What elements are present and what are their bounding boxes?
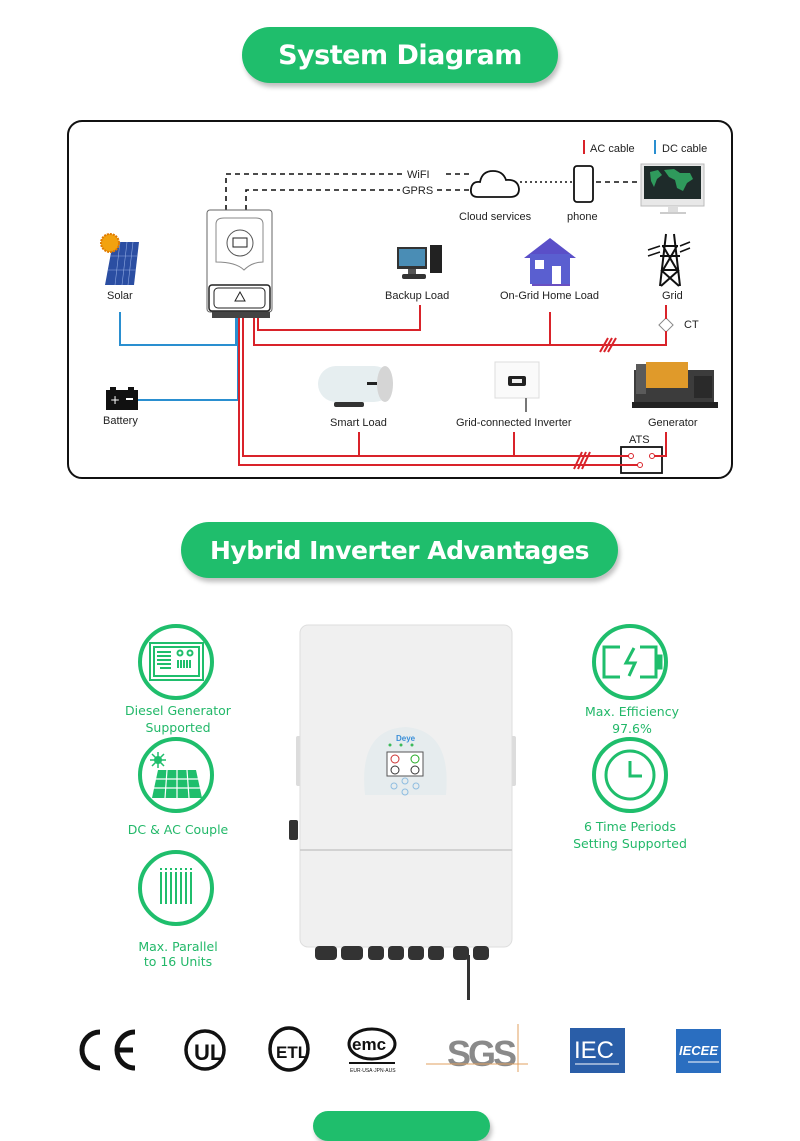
advantages-title: Hybrid Inverter Advantages xyxy=(181,522,618,578)
water-heater-icon xyxy=(318,366,393,407)
advantage-line: Supported xyxy=(145,720,211,735)
sgs-mark-icon: SGS xyxy=(426,1024,528,1074)
ct-sensor-icon xyxy=(658,317,674,333)
advantage-line: Max. Efficiency xyxy=(584,704,679,719)
parallel-units-icon xyxy=(160,868,192,908)
hybrid-inverter-icon xyxy=(206,209,273,318)
iec-mark-icon: IEC xyxy=(570,1028,625,1073)
iecee-mark-icon: IECEE xyxy=(676,1029,721,1073)
clock-icon xyxy=(604,749,656,801)
phone-label: phone xyxy=(567,211,598,223)
ct-label: CT xyxy=(684,319,699,331)
advantage-max-efficiency: Max. Efficiency 97.6% xyxy=(547,703,717,737)
ats-label: ATS xyxy=(629,434,650,446)
battery-charge-icon xyxy=(602,645,663,679)
solar-label: Solar xyxy=(107,290,133,302)
monitor-icon xyxy=(640,163,705,214)
wifi-label: WiFI xyxy=(407,169,430,181)
svg-text:SGS: SGS xyxy=(447,1033,517,1074)
etl-mark-icon: ETL xyxy=(268,1026,310,1072)
advantage-line: to 16 Units xyxy=(143,954,213,969)
grid-inverter-label: Grid-connected Inverter xyxy=(456,417,572,429)
svg-text:+: + xyxy=(110,393,120,407)
advantage-line: Setting Supported xyxy=(573,836,687,851)
backup-load-label: Backup Load xyxy=(385,290,449,302)
power-tower-icon xyxy=(647,233,691,287)
gprs-label: GPRS xyxy=(402,185,433,197)
advantage-line: Diesel Generator xyxy=(125,703,231,718)
advantage-diesel-generator: Diesel Generator Supported xyxy=(93,702,263,736)
solar-panel-icon xyxy=(100,233,139,286)
smart-load-label: Smart Load xyxy=(330,417,387,429)
emc-mark-icon: emc EUR·USA·JPN·AUS xyxy=(347,1027,397,1074)
svg-text:IEC: IEC xyxy=(574,1037,614,1064)
inverter-screen xyxy=(386,751,424,777)
advantage-line: 97.6% xyxy=(612,721,652,736)
svg-text:EUR·USA·JPN·AUS: EUR·USA·JPN·AUS xyxy=(350,1068,396,1074)
ats-switch xyxy=(620,446,663,474)
svg-text:UL: UL xyxy=(194,1040,223,1065)
phone-icon xyxy=(573,165,594,203)
svg-text:ETL: ETL xyxy=(276,1043,308,1062)
advantage-max-parallel: Max. Parallel to 16 Units xyxy=(93,939,263,969)
ce-mark-icon xyxy=(79,1029,136,1071)
battery-label: Battery xyxy=(103,415,138,427)
grid-label: Grid xyxy=(662,290,683,302)
certifications: UL ETL emc EUR·USA·JPN·AUS SGS IEC IECEE xyxy=(79,1024,721,1074)
advantage-dc-ac-couple: DC & AC Couple xyxy=(93,821,263,838)
solar-panel-icon xyxy=(150,752,202,799)
brand-logo: Deye xyxy=(396,734,416,743)
svg-text:IECEE: IECEE xyxy=(679,1043,718,1058)
diesel-generator-icon xyxy=(149,642,204,681)
string-inverter-icon xyxy=(494,361,540,412)
advantage-line: 6 Time Periods xyxy=(584,819,676,834)
advantage-line: Max. Parallel xyxy=(138,939,218,954)
hybrid-inverter-product: Deye xyxy=(289,624,516,1000)
cloud-services-label: Cloud services xyxy=(459,211,532,223)
generator-icon xyxy=(632,362,718,408)
legend-dc-cable: DC cable xyxy=(662,143,707,155)
advantage-time-periods: 6 Time Periods Setting Supported xyxy=(545,818,715,852)
advantage-line: DC & AC Couple xyxy=(127,822,229,837)
ul-mark-icon: UL xyxy=(184,1029,226,1071)
svg-text:emc: emc xyxy=(352,1035,386,1054)
system-diagram-title: System Diagram xyxy=(242,27,558,83)
generator-label: Generator xyxy=(648,417,698,429)
advantage-icons xyxy=(138,624,668,926)
system-diagram: AC cable DC cable WiFI GPRS Cloud servic… xyxy=(67,120,733,479)
legend-ac-cable: AC cable xyxy=(590,143,635,155)
computer-icon xyxy=(397,245,442,279)
house-icon xyxy=(524,238,576,286)
home-load-label: On-Grid Home Load xyxy=(500,290,599,302)
cloud-icon xyxy=(469,170,520,198)
battery-icon: + xyxy=(106,387,138,410)
